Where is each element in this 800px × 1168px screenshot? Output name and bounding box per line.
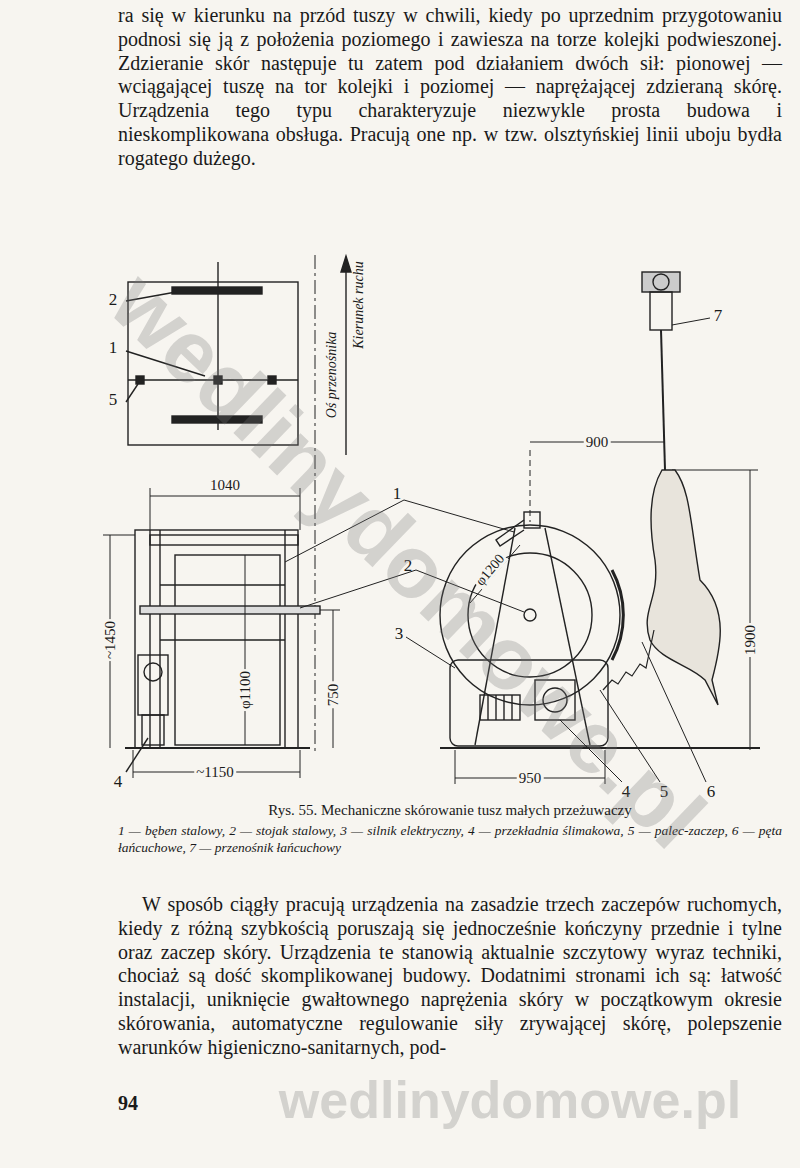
callout-number: 4 [114,773,123,792]
watermark: wedlinydomowe.pl [91,252,725,869]
direction-label: Kierunek ruchu [351,261,366,348]
dimension: φ1100 [237,669,254,711]
dimension: ~1150 [194,764,236,781]
page-number: 94 [118,1092,138,1114]
dimension: 750 [325,682,342,709]
dimension: 950 [517,770,544,787]
callout-number: 5 [109,391,118,410]
axis-label: Oś przenośnika [324,332,339,419]
body-paragraph: ra się w kierunku na przód tuszy w chwil… [118,4,782,171]
callout-number: 3 [395,625,404,644]
body-paragraph: W sposób ciągły pracują urządzenia na za… [118,893,782,1060]
dimension: 1040 [210,477,240,494]
dimension: 1900 [742,623,759,657]
dimension: 900 [584,434,611,451]
dimension: ~1450 [102,619,119,661]
figure-caption: Rys. 55. Mechaniczne skórowanie tusz mał… [268,802,631,819]
callout-number: 7 [714,307,723,326]
watermark: wedlinydomowe.pl [279,1070,741,1130]
